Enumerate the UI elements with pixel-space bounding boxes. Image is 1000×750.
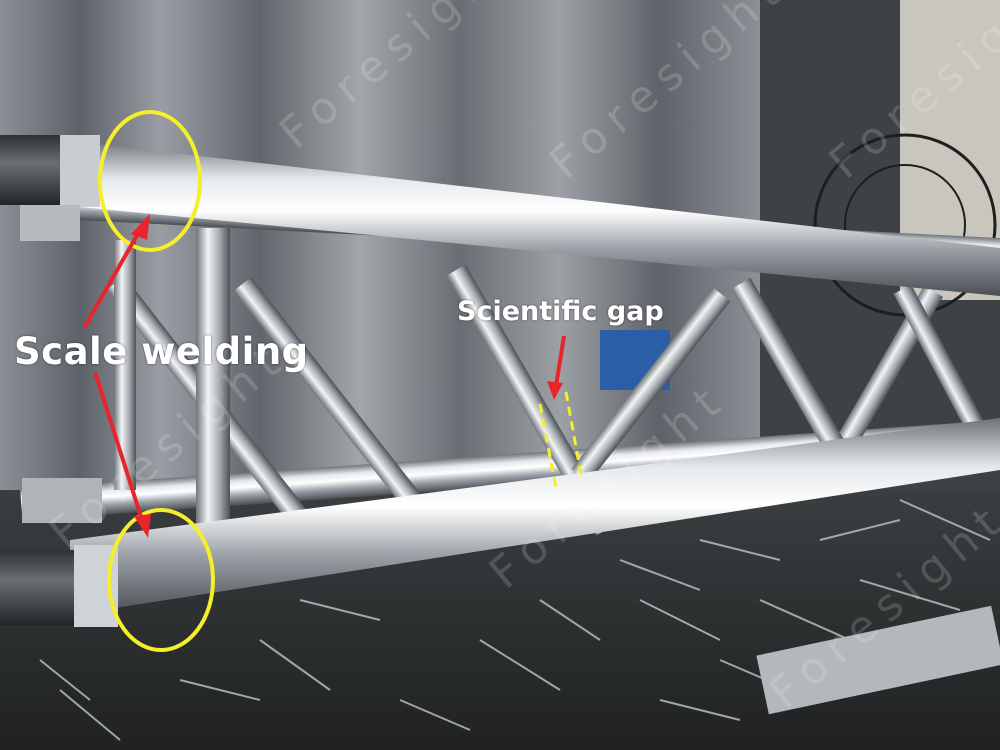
weld-highlight-top [98, 110, 202, 252]
scientific-gap-label: Scientific gap [457, 296, 664, 327]
scattered-nails [39, 499, 991, 741]
front-lower-chord [70, 418, 1000, 615]
scale-welding-label: Scale welding [14, 330, 309, 373]
annotation-arrows [82, 214, 566, 538]
weld-highlight-bottom [107, 508, 215, 652]
front-upper-chord [60, 140, 1000, 296]
stacked-rods [756, 605, 1000, 715]
vertical-post [196, 228, 230, 538]
left-end-pipe-bottom [0, 550, 80, 625]
